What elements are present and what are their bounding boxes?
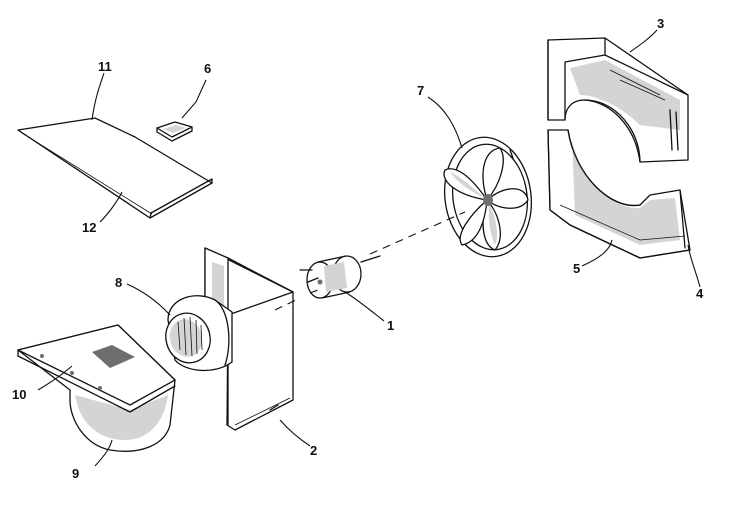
part-label-9: 9 — [72, 466, 79, 481]
part-label-6: 6 — [204, 61, 211, 76]
part-label-5: 5 — [573, 261, 580, 276]
part-label-10: 10 — [12, 387, 26, 402]
part-blower-scroll-9-10 — [17, 324, 176, 452]
part-fan-blade-7 — [443, 136, 533, 258]
part-label-3: 3 — [657, 16, 664, 31]
part-label-12: 12 — [82, 220, 96, 235]
part-label-4: 4 — [696, 286, 704, 301]
part-panel-11-12 — [17, 117, 213, 219]
part-blower-ring-8 — [165, 295, 233, 372]
part-label-1: 1 — [387, 318, 394, 333]
part-bracket-6 — [156, 121, 193, 142]
part-lower-shroud-5 — [547, 129, 691, 259]
part-label-8: 8 — [115, 275, 122, 290]
part-label-7: 7 — [417, 83, 424, 98]
part-upper-shroud-3 — [547, 37, 689, 163]
leader-lines — [37, 29, 701, 467]
part-label-2: 2 — [310, 443, 317, 458]
assembly-centerline — [274, 211, 466, 311]
part-motor-1 — [299, 255, 381, 299]
part-label-group: 11 6 7 3 12 8 1 5 4 10 9 2 — [12, 16, 704, 481]
part-label-11: 11 — [98, 59, 112, 74]
